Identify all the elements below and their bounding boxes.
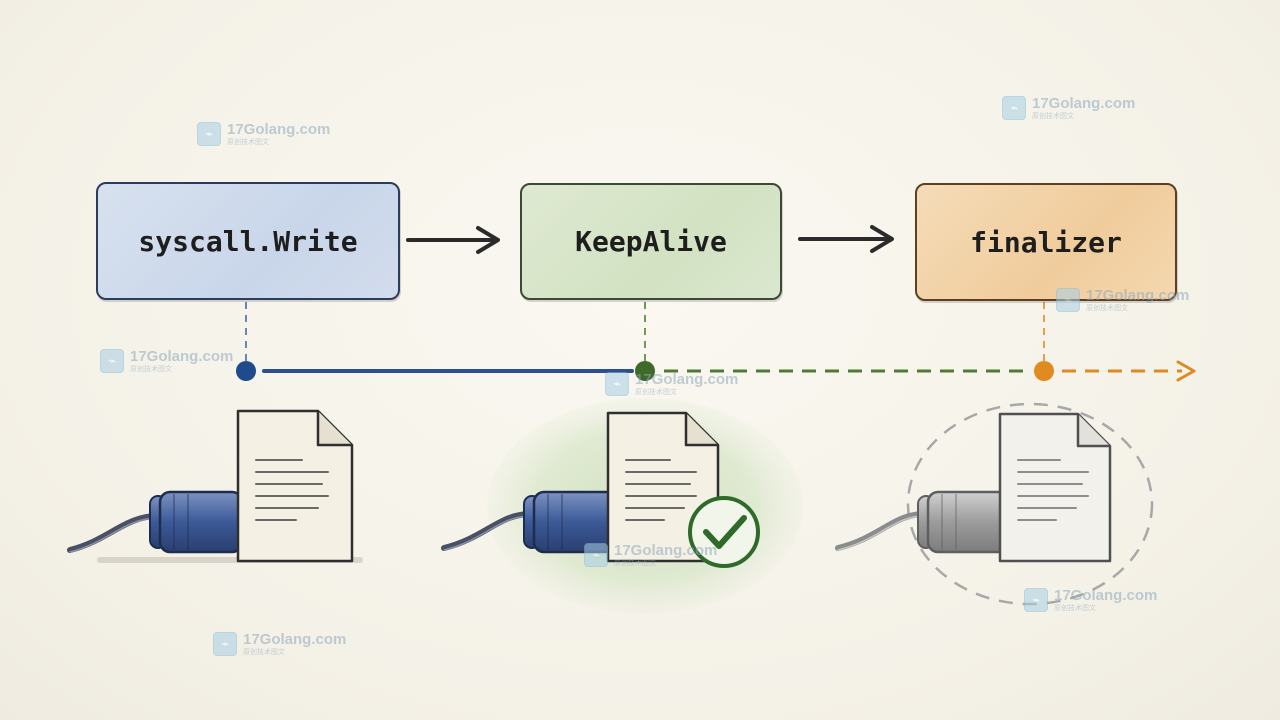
- arrow-keepalive-to-finalizer: [798, 225, 894, 253]
- watermark-brand: 17Golang.com: [635, 371, 739, 388]
- collected-cable-and-file: [835, 402, 1154, 606]
- watermark-brand: 17Golang.com: [1054, 587, 1158, 604]
- stage-label-syscall: syscall.Write: [138, 224, 358, 258]
- watermark-tagline: 原创技术图文: [1086, 304, 1128, 312]
- watermark-tagline: 原创技术图文: [243, 648, 285, 656]
- watermark: ⌁ 17Golang.com 原创技术图文: [197, 122, 330, 146]
- watermark-logo-icon: ⌁: [1024, 588, 1048, 612]
- watermark-logo-icon: ⌁: [213, 632, 237, 656]
- watermark-brand: 17Golang.com: [227, 121, 331, 138]
- watermark-tagline: 原创技术图文: [227, 138, 269, 146]
- watermark: ⌁ 17Golang.com 原创技术图文: [1024, 588, 1157, 612]
- protected-cable-and-file: [441, 398, 803, 614]
- watermark-tagline: 原创技术图文: [130, 365, 172, 373]
- watermark-brand: 17Golang.com: [1032, 95, 1136, 112]
- watermark: ⌁ 17Golang.com 原创技术图文: [1002, 96, 1135, 120]
- watermark: ⌁ 17Golang.com 原创技术图文: [605, 372, 738, 396]
- watermark-tagline: 原创技术图文: [614, 559, 656, 567]
- stage-label-keepalive: KeepAlive: [575, 225, 727, 258]
- timeline-node-keepalive: [635, 361, 655, 381]
- stage-box-finalizer: finalizer: [915, 183, 1177, 301]
- stage-box-keepalive: KeepAlive: [520, 183, 782, 300]
- stage-box-syscall: syscall.Write: [96, 182, 400, 300]
- watermark-brand: 17Golang.com: [243, 631, 347, 648]
- watermark-logo-icon: ⌁: [197, 122, 221, 146]
- watermark-logo-icon: ⌁: [605, 372, 629, 396]
- watermark-logo-icon: ⌁: [584, 543, 608, 567]
- watermark: ⌁ 17Golang.com 原创技术图文: [213, 632, 346, 656]
- watermark: ⌁ 17Golang.com 原创技术图文: [1056, 288, 1189, 312]
- watermark-brand: 17Golang.com: [614, 542, 718, 559]
- watermark-brand: 17Golang.com: [130, 348, 234, 365]
- arrow-syscall-to-keepalive: [406, 226, 500, 254]
- watermark-logo-icon: ⌁: [1056, 288, 1080, 312]
- watermark-brand: 17Golang.com: [1086, 287, 1190, 304]
- watermark-tagline: 原创技术图文: [1054, 604, 1096, 612]
- watermark-tagline: 原创技术图文: [635, 388, 677, 396]
- timeline-arrow-head: [1176, 360, 1196, 382]
- plugged-cable-and-file: [67, 409, 363, 563]
- watermark-logo-icon: ⌁: [100, 349, 124, 373]
- watermark: ⌁ 17Golang.com 原创技术图文: [584, 543, 717, 567]
- stage-label-finalizer: finalizer: [970, 225, 1122, 259]
- watermark-tagline: 原创技术图文: [1032, 112, 1074, 120]
- watermark-logo-icon: ⌁: [1002, 96, 1026, 120]
- watermark: ⌁ 17Golang.com 原创技术图文: [100, 349, 233, 373]
- timeline-node-finalizer: [1034, 361, 1054, 381]
- timeline-node-syscall: [236, 361, 256, 381]
- check-icon: [688, 496, 760, 568]
